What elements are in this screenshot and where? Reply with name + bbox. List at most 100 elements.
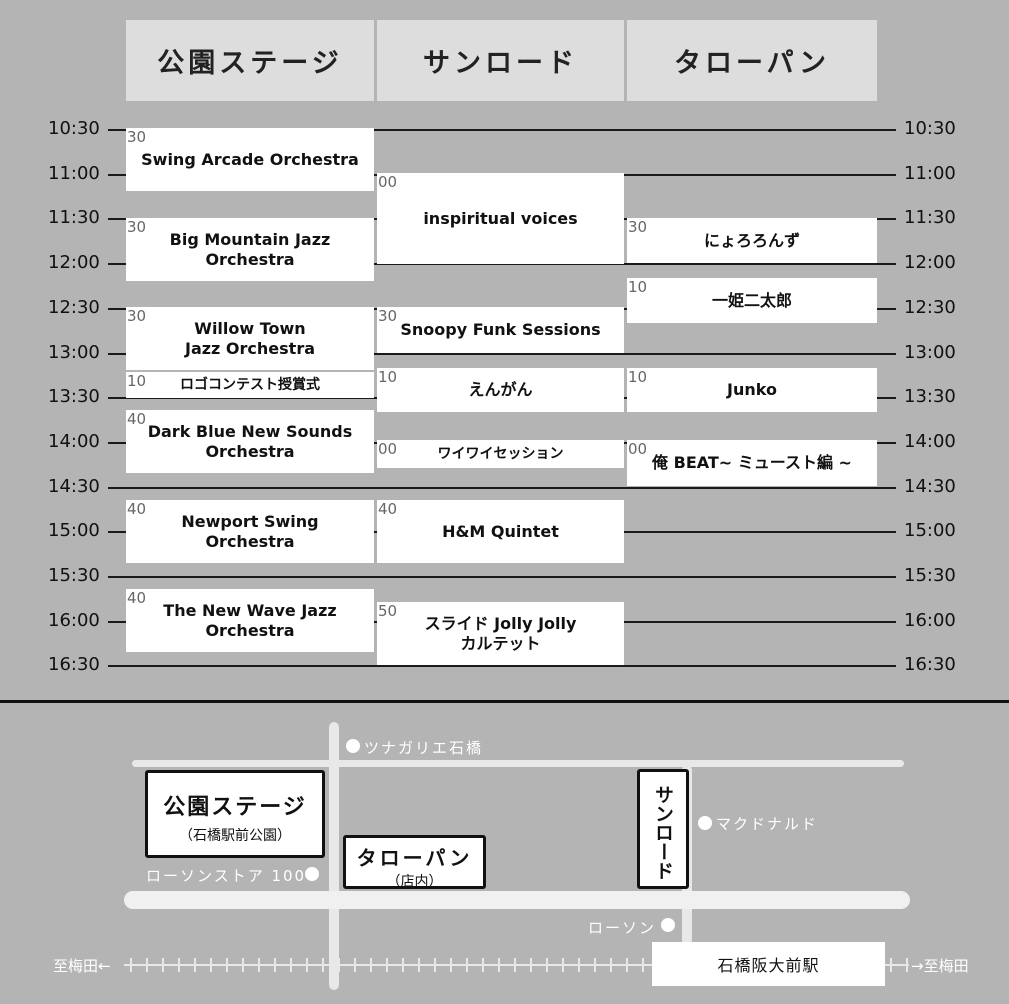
rail-tick [466,958,468,972]
performer-name: inspiritual voices [423,208,578,228]
performance-block[interactable]: 00 俺 BEAT~ ミュースト編 ~ [627,440,877,486]
performance-block[interactable]: 00 inspiritual voices [377,173,624,264]
section-divider [0,700,1009,703]
map-taropan[interactable]: タローパン （店内） [343,835,486,890]
station-box[interactable]: 石橋阪大前駅 [652,942,885,986]
rail-tick [498,958,500,972]
rail-tick [610,958,612,972]
performance-block[interactable]: 30 にょろろんず [627,218,877,263]
start-minute: 30 [628,218,648,236]
time-label: 14:00 [48,431,100,452]
rail-tick [562,958,564,972]
rail-tick [370,958,372,972]
time-gridline [108,487,896,489]
performer-name: H&M Quintet [442,521,559,541]
start-minute: 00 [378,173,398,191]
landmark-dot-icon [346,739,360,753]
performer-name: 一姫二太郎 [711,290,792,310]
map-taropan-sub: （店内） [386,874,443,890]
rail-tick [418,958,420,972]
rail-tick [626,958,628,972]
time-label: 11:00 [48,163,100,184]
time-label: 15:00 [904,520,956,541]
performer-name: スライド Jolly Jolly カルテット [424,613,577,653]
performance-block[interactable]: 10 Junko [627,368,877,412]
road-vertical-left [329,722,339,990]
performance-block[interactable]: 30 Swing Arcade Orchestra [126,128,374,191]
rail-tick [386,958,388,972]
time-gridline [108,263,896,265]
performance-block[interactable]: 50 スライド Jolly Jolly カルテット [377,602,624,665]
performance-block[interactable]: 10 一姫二太郎 [627,278,877,323]
performance-block[interactable]: 30 Snoopy Funk Sessions [377,307,624,353]
performer-name: Junko [727,380,777,399]
time-label: 15:00 [48,520,100,541]
start-minute: 30 [127,307,147,325]
rail-tick [274,958,276,972]
start-minute: 00 [378,440,398,458]
performer-name: Willow Town Jazz Orchestra [184,318,316,358]
time-label: 13:00 [48,342,100,363]
time-label: 10:30 [904,118,956,139]
rail-tick [146,958,148,972]
rail-tick [906,958,908,972]
start-minute: 10 [628,368,648,386]
landmark-dot-icon [698,816,712,830]
rail-tick [130,958,132,972]
rail-tick [194,958,196,972]
performer-name: The New Wave Jazz Orchestra [163,600,337,640]
rail-tick [578,958,580,972]
rail-tick [178,958,180,972]
performance-block[interactable]: 30 Big Mountain Jazz Orchestra [126,218,374,281]
performance-block[interactable]: 40 The New Wave Jazz Orchestra [126,589,374,652]
rail-tick [322,958,324,972]
time-label: 12:00 [904,252,956,273]
time-gridline [108,353,896,355]
map-park-stage[interactable]: 公園ステージ （石橋駅前公園） [145,770,325,858]
performance-block[interactable]: 10 えんがん [377,368,624,412]
rail-tick [242,958,244,972]
time-label: 11:30 [48,207,100,228]
time-label: 14:00 [904,431,956,452]
time-label: 14:30 [48,476,100,497]
map-sunroad[interactable]: サンロード [637,769,689,889]
time-label: 15:30 [904,565,956,586]
start-minute: 40 [127,589,147,607]
time-gridline [108,129,896,131]
performance-block[interactable]: 40 Dark Blue New Sounds Orchestra [126,410,374,473]
time-label: 16:00 [48,610,100,631]
rail-tick [450,958,452,972]
time-gridline [108,665,896,667]
performer-name: ロゴコンテスト授賞式 [180,377,320,393]
performance-block[interactable]: 10 ロゴコンテスト授賞式 [126,372,374,398]
performance-block[interactable]: 40 H&M Quintet [377,500,624,563]
performance-block[interactable]: 40 Newport Swing Orchestra [126,500,374,563]
performer-name: Newport Swing Orchestra [181,511,319,551]
time-label: 16:00 [904,610,956,631]
venue-header-taropan: タローパン [627,20,877,101]
time-label: 13:30 [904,386,956,407]
rail-tick [890,958,892,972]
map-park-stage-sub: （石橋駅前公園） [179,828,291,844]
time-label: 12:30 [904,297,956,318]
rail-tick [290,958,292,972]
rail-tick [514,958,516,972]
rail-tick [162,958,164,972]
rail-tick [210,958,212,972]
rail-tick [482,958,484,972]
start-minute: 40 [378,500,398,518]
venue-header-park-stage: 公園ステージ [126,20,374,101]
rail-tick [226,958,228,972]
railway-left [124,964,652,966]
performance-block[interactable]: 30 Willow Town Jazz Orchestra [126,307,374,370]
start-minute: 10 [378,368,398,386]
performer-name: えんがん [468,380,533,399]
time-label: 13:30 [48,386,100,407]
start-minute: 00 [628,440,648,458]
performance-block[interactable]: 00 ワイワイセッション [377,440,624,468]
time-label: 10:30 [48,118,100,139]
rail-tick [354,958,356,972]
start-minute: 50 [378,602,398,620]
rail-tick [306,958,308,972]
time-label: 14:30 [904,476,956,497]
